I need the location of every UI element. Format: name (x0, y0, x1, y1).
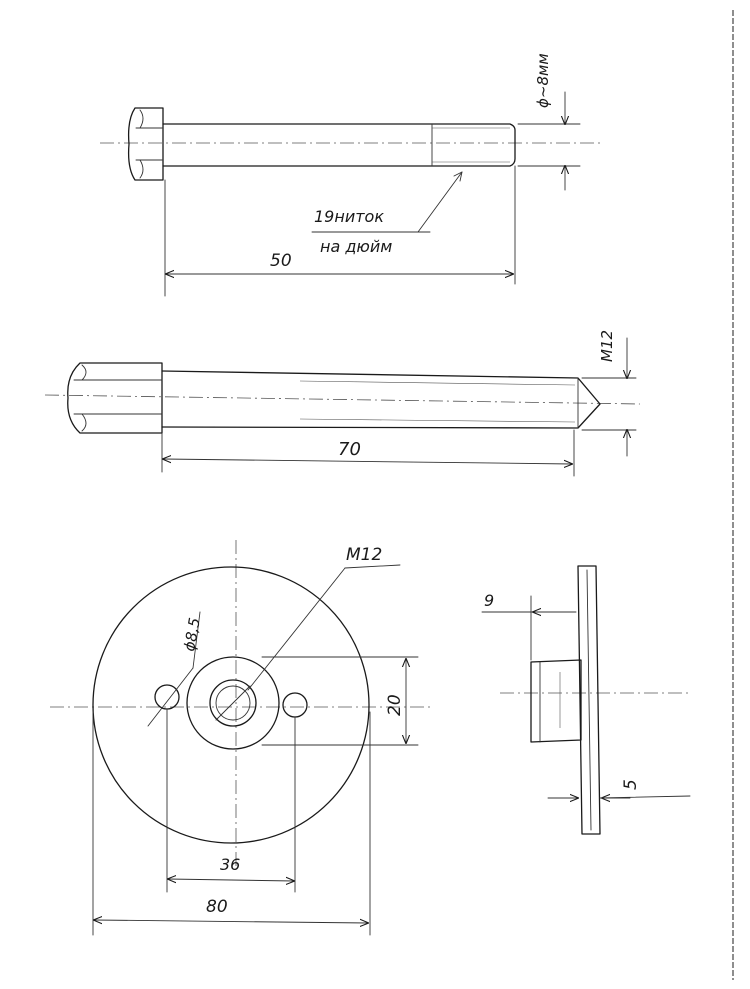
long-bolt-view: 70 M12 (44, 330, 641, 477)
long-bolt-length-label: 70 (338, 439, 361, 460)
short-bolt-head-facets (135, 109, 163, 179)
short-bolt-shank (162, 123, 516, 167)
flange-hole-right (282, 692, 308, 718)
flange-hole-leader (147, 667, 194, 727)
short-bolt-diameter-label: ϕ~8мм (534, 53, 552, 108)
flange-thread-leader-shelf (344, 564, 401, 569)
flange-side-hub (530, 659, 582, 743)
flange-side-thickness-label: 5 (621, 779, 641, 790)
flange-outer-disc (92, 566, 370, 844)
flange-hub (186, 656, 280, 750)
flange-side-thickness-leader (599, 795, 691, 799)
flange-thread-label: M12 (346, 545, 382, 565)
flange-side-plate (577, 565, 601, 835)
flange-front-view: M12 ϕ8,5 20 36 80 (50, 540, 430, 936)
long-bolt-head-facets (73, 364, 163, 432)
flange-outer-diameter-label: 80 (206, 897, 228, 917)
flange-bore-diagonal (215, 685, 251, 721)
long-bolt-length-dimension (163, 459, 572, 464)
thread-note-line2: на дюйм (320, 237, 392, 256)
long-bolt-thread-line-top (299, 380, 576, 386)
flange-hole-left (154, 684, 180, 710)
flange-side-view: 9 5 (481, 565, 691, 835)
short-bolt-length-label: 50 (270, 251, 292, 271)
flange-outer-dimension (94, 920, 368, 923)
long-bolt-head (67, 362, 163, 434)
flange-center-bore (209, 679, 257, 727)
flange-hole-leader-up (192, 611, 201, 669)
thread-note-line1: 19ниток (314, 207, 384, 226)
short-bolt-head (127, 107, 164, 181)
flange-spacing-dimension (168, 879, 294, 881)
long-bolt-centerline (44, 394, 641, 405)
thread-note-leader-arrow (453, 171, 463, 182)
flange-hole-spacing-label: 36 (220, 855, 240, 874)
long-bolt-thread-label: M12 (598, 330, 616, 362)
long-bolt-shank (161, 370, 601, 429)
flange-center-bore-thread (215, 685, 251, 721)
flange-hole-diameter-label: ϕ8,5 (180, 616, 204, 652)
flange-thread-leader (247, 567, 346, 691)
long-bolt-thread-line-bottom (299, 418, 576, 423)
flange-hub-diameter-label: 20 (385, 694, 405, 716)
thread-note-leader (417, 171, 463, 233)
flange-side-hub-length-label: 9 (484, 591, 494, 610)
flange-side-plate-inner-line (586, 569, 592, 831)
short-bolt-view: 50 19ниток на дюйм ϕ~8мм (100, 53, 600, 297)
